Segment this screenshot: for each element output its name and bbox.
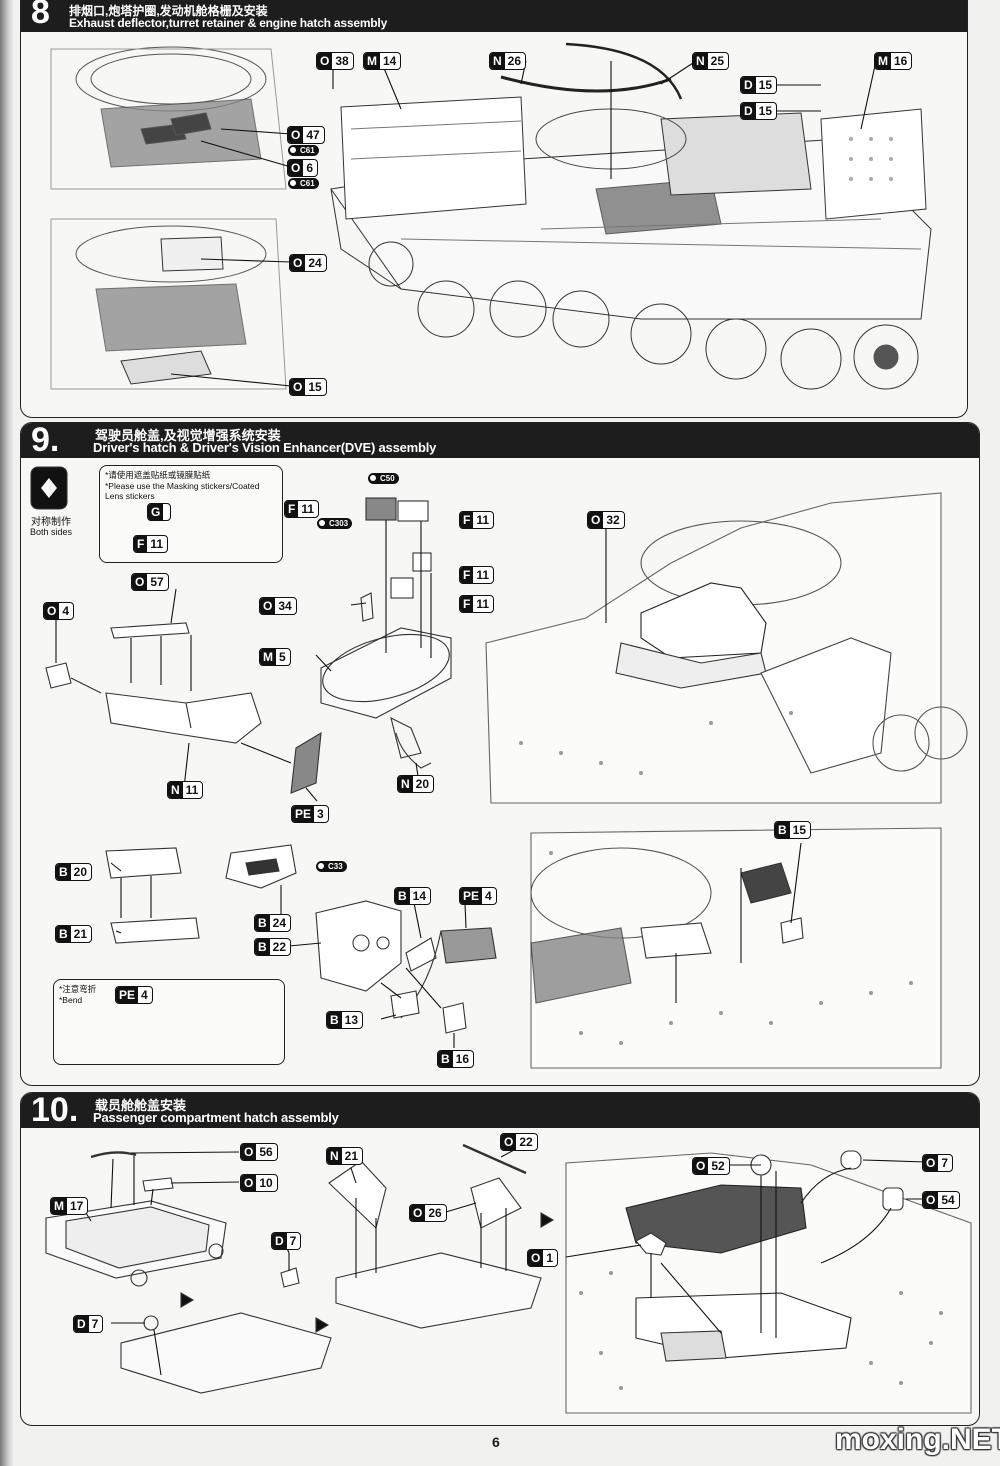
step-8-header: 8 排烟口,炮塔护圈,发动机舱格栅及安装 Exhaust deflector,t… xyxy=(21,0,967,32)
site-watermark: moxing.NET xyxy=(835,1423,1000,1456)
color-badge-c61-lower: C61 xyxy=(288,178,319,189)
step-10-assembly-drawing xyxy=(45,1143,972,1414)
step-9-header: 9. 驾驶员舱盖,及视觉增强系统安装 Driver's hatch & Driv… xyxy=(21,422,979,459)
color-badge-c33: C33 xyxy=(316,861,347,872)
part-tag-g: G xyxy=(147,503,172,521)
both-sides-label-en: Both sides xyxy=(30,527,73,537)
masking-note-en: *Please use the Masking stickers/Coated … xyxy=(105,481,260,501)
step-10-title-cn: 载员舱舱盖安装 xyxy=(95,1098,187,1113)
bend-note-cn: *注意弯折 xyxy=(59,984,97,994)
step-9-assembly-drawing xyxy=(30,466,968,1069)
page-binding-shadow xyxy=(0,0,14,1466)
color-badge-c61-upper: C61 xyxy=(288,145,319,156)
masking-note-cn: *请使用遮盖贴纸或镜膜贴纸 xyxy=(105,470,211,480)
masking-note-box xyxy=(99,465,283,563)
step-8-assembly-drawing xyxy=(50,42,932,390)
step-8-number: 8 xyxy=(31,0,50,31)
step-8-panel: 8 排烟口,炮塔护圈,发动机舱格栅及安装 Exhaust deflector,t… xyxy=(20,0,968,418)
step-10-panel: 10. 载员舱舱盖安装 Passenger compartment hatch … xyxy=(20,1092,980,1426)
both-sides-label-cn: 对称制作 xyxy=(31,517,71,528)
step-8-title-en: Exhaust deflector,turret retainer & engi… xyxy=(69,16,388,30)
step-8-title-cn: 排烟口,炮塔护圈,发动机舱格栅及安装 xyxy=(69,4,268,18)
bend-note-en: *Bend xyxy=(59,995,83,1005)
step-9-panel: 9. 驾驶员舱盖,及视觉增强系统安装 Driver's hatch & Driv… xyxy=(20,422,980,1086)
page-number: 6 xyxy=(492,1434,500,1450)
bend-note-box xyxy=(53,979,285,1065)
step-9-title-cn: 驾驶员舱盖,及视觉增强系统安装 xyxy=(95,428,281,443)
step-9-title-en: Driver's hatch & Driver's Vision Enhance… xyxy=(93,440,437,455)
step-10-title-en: Passenger compartment hatch assembly xyxy=(93,1110,339,1125)
color-badge-c303: C303 xyxy=(317,518,353,529)
step-10-number: 10. xyxy=(31,1092,79,1129)
step-10-header: 10. 载员舱舱盖安装 Passenger compartment hatch … xyxy=(21,1092,979,1129)
step-9-number: 9. xyxy=(31,422,60,459)
color-badge-c50: C50 xyxy=(368,473,399,484)
